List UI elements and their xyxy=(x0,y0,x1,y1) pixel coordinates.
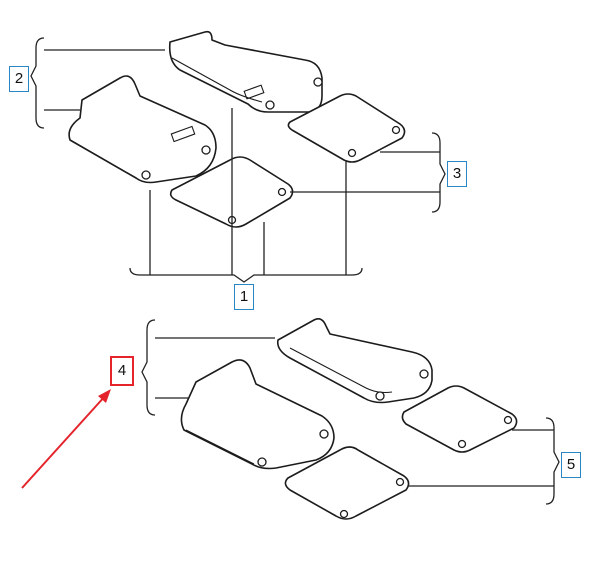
rubber-mat-rear-left xyxy=(284,446,410,520)
carpet-mat-front-left xyxy=(168,30,323,113)
callout-1: 1 xyxy=(234,284,254,310)
rubber-mat-front-left xyxy=(276,318,433,404)
carpet-mat-front-right xyxy=(68,75,217,184)
bracket-5 xyxy=(545,417,560,505)
rubber-mat-rear-right xyxy=(401,385,518,453)
carpet-mat-rear-right xyxy=(287,93,406,163)
bracket-2 xyxy=(30,37,45,129)
bracket-4 xyxy=(141,319,156,416)
bracket-3 xyxy=(431,132,446,213)
red-arrow-icon xyxy=(21,389,111,489)
callout-3: 3 xyxy=(447,161,467,187)
callout-2: 2 xyxy=(9,66,29,92)
callout-5: 5 xyxy=(561,452,581,478)
callout-4: 4 xyxy=(110,356,134,386)
rubber-mat-front-right xyxy=(180,359,335,470)
bracket-1 xyxy=(129,267,363,283)
